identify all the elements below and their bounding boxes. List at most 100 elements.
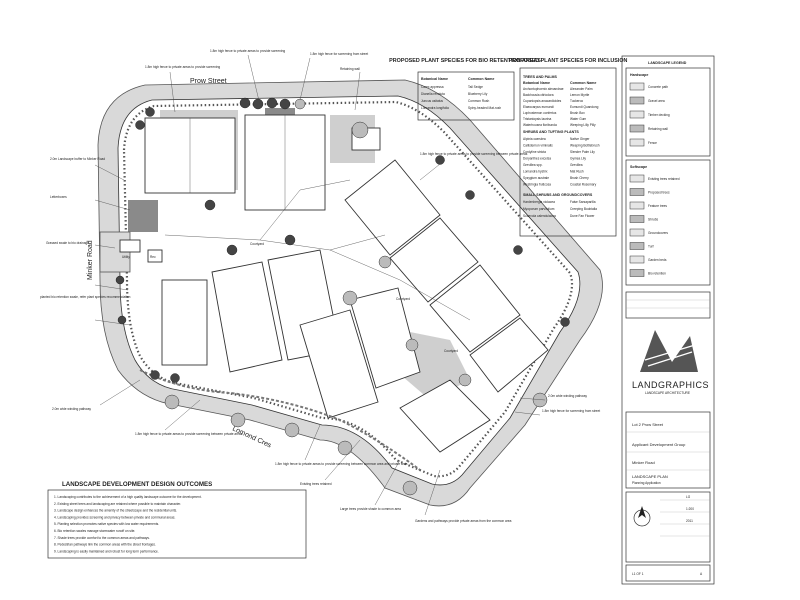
bio-row-botanical: Lomandra longifolia [421,106,449,110]
revision-value: A [700,572,703,576]
tree-row-botanical: Elaeocarpus eumundi [523,105,554,109]
softscape-box [625,159,711,286]
shrub-row-botanical: Callistemon viminalis [523,144,553,148]
shrub-row-botanical: Doryanthes excelsa [523,157,551,161]
small-row-botanical: Myoporum parvifolium [523,207,555,211]
hardscape-item-swatch [629,138,645,147]
softscape-item-swatch [629,188,645,196]
tree-row-botanical: Cupaniopsis anacardioides [523,99,562,103]
species-bio-col2: Common Name [468,77,494,81]
shrub-row-botanical: Lomandra hystrix [523,170,548,174]
tree-icon [252,98,264,110]
callout-fence-2: 1.8m high fence to private areas to prov… [210,49,285,53]
tree-icon [230,412,246,428]
panel-frame [621,55,715,585]
inclusion-col1: Botanical Name [523,81,550,85]
sheet-number: L1 OF 1 [632,572,644,576]
tree-icon [145,107,155,117]
tree-icon [337,440,353,456]
hardscape-item-label: Gravel area [648,99,665,103]
bio-row-botanical: Carex appressa [421,85,444,89]
outcome-item: 6. Bio retention swales manage stormwate… [54,529,135,533]
tree-row-botanical: Archontophoenix alexandrae [523,87,564,91]
building-c [344,159,441,256]
shrub-row-common: Grevillea [570,163,583,167]
tree-icon [150,370,160,380]
project-info-box [625,411,711,489]
building-i [211,261,283,373]
species-bio-box [417,71,515,121]
callout-walkway: 2.0m wide winding pathway [52,407,91,411]
shrub-row-common: Slender Palm Lily [570,150,595,154]
callout-fence-private: 1.8m high fence to private areas to prov… [420,152,528,156]
callout-planted-swales: planted bio retention swale, refer plant… [40,295,131,299]
outcome-item: 3. Landscape design enhances the amenity… [54,509,177,513]
tree-row-common: Water Gum [570,117,587,121]
logo-mountain-icon [640,330,698,372]
drawing-title: LANDSCAPE PLAN [632,474,668,479]
bio-row-botanical: Dianella revoluta [421,92,445,96]
callout-fence-right: 1.8m high fence for screening from stree… [542,409,600,413]
right-panel: LANDSCAPE LEGEND Hardscape Concrete path… [621,55,715,585]
street-label-minker: Minker Road [87,240,94,280]
callout-fence-lomond: 1.8m high fence to private areas to prov… [135,432,243,436]
outcome-item: 5. Planting selection promotes native sp… [54,522,159,526]
logo-stroke [647,351,693,367]
label-courtyard-3: Courtyard [444,349,458,353]
tree-icon [266,97,278,109]
drawing-sub: Planning Application [632,481,661,485]
species-inclusion-table: PROPOSED PLANT SPECIES FOR INCLUSION TRE… [509,58,628,237]
hardscape-item-label: Retaining wall [648,127,668,131]
shrubs-heading: SHRUBS AND TUFTING PLANTS [523,130,579,134]
street-label-lomond: Lomond Cres [231,425,272,449]
tree-row-common: Weeping Lilly Pilly [570,123,596,127]
tree-icon [532,392,548,408]
tree-row-botanical: Waterhousea floribunda [523,123,557,127]
hardscape-item-swatch [629,124,645,133]
species-inclusion-box [519,67,617,237]
building-f [469,317,549,393]
recycle-box [147,249,163,263]
softscape-item-label: Existing trees retained [648,177,680,181]
label-recycle: Rec [150,255,156,259]
utility-box [119,239,141,253]
client-name: Applicant Development Group [632,442,686,447]
outcome-item: 9. Landscaping is easily maintained and … [54,549,159,553]
revision-table [625,291,711,319]
drawn-value: LG [686,495,691,499]
callout-letterboxes: Letterboxes [50,195,67,199]
softscape-item-label: Turf [648,245,654,249]
trees-heading: TREES AND PALMS [523,75,558,79]
tree-icon [115,275,125,285]
softscape-item-swatch [629,174,645,183]
tree-icon [239,97,251,109]
shrub-row-botanical: Cordyline stricta [523,150,546,154]
tree-icon [204,199,216,211]
hardscape-item-swatch [629,82,645,91]
callouts: 1.8m high fence to private areas to prov… [40,49,600,523]
shrub-row-common: Mat Rush [570,170,584,174]
small-heading: SMALL SHRUBS AND GROUNDCOVERS [523,193,593,197]
street-label-prow: Prow Street [190,78,227,85]
winding-pathway [139,369,421,471]
softscape-item-label: Feature trees [648,204,667,208]
design-outcomes: LANDSCAPE DEVELOPMENT DESIGN OUTCOMES 1.… [47,481,307,559]
building-g [399,379,491,453]
building-e [429,264,521,353]
outcome-item: 2. Existing street trees and landscaping… [54,502,181,506]
shrub-row-botanical: Syzygium australe [523,176,549,180]
tree-icon [284,234,296,246]
label-utility: Utility [122,255,130,259]
tree-icon [465,190,475,200]
shrub-row-botanical: Westringia fruticosa [523,183,551,187]
bio-row-common: Common Rush [468,99,489,103]
building-l [349,287,421,389]
label-courtyard-2: Courtyard [396,297,410,301]
tree-icon [378,255,392,269]
tree-row-botanical: Backhousia citriodora [523,93,554,97]
outcome-item: 8. Pedestrian pathways link the common a… [54,543,156,547]
softscape-item-swatch [629,242,645,250]
